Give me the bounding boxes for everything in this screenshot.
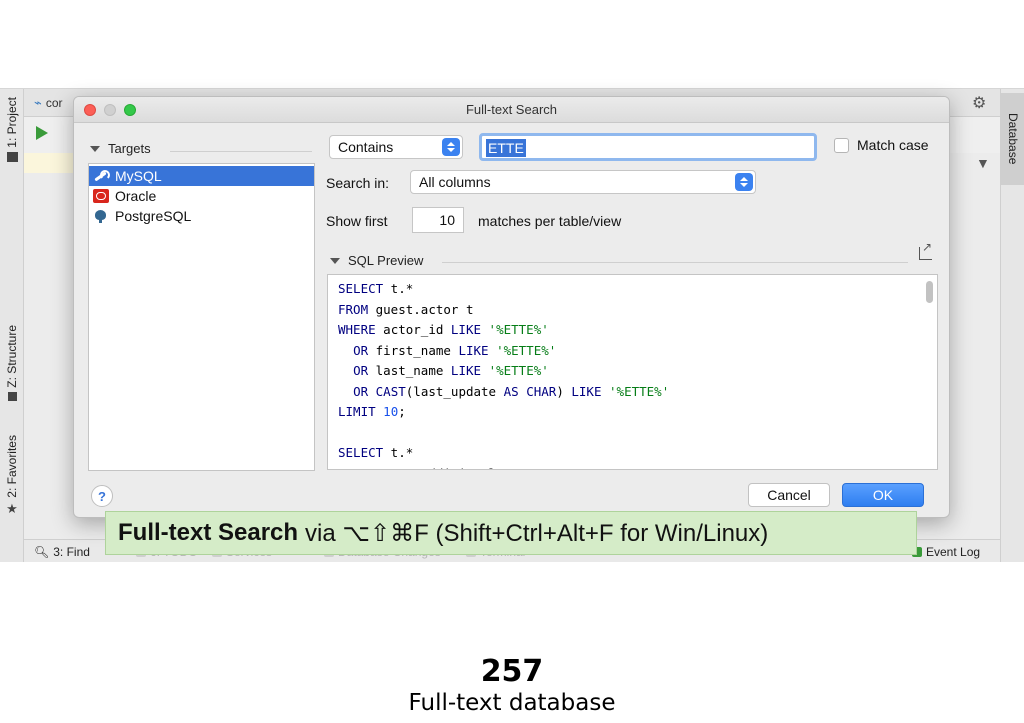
help-button[interactable]: ?: [91, 485, 113, 507]
mysql-console-icon: ⌁: [34, 95, 42, 110]
dialog-title: Full-text Search: [465, 102, 558, 117]
dialog-titlebar: Full-text Search: [74, 97, 949, 123]
event-log-label: Event Log: [926, 545, 981, 559]
match-mode-value: Contains: [338, 139, 394, 155]
sql-preview-scrollbar[interactable]: [926, 281, 933, 303]
favorites-tool-tab[interactable]: 2: Favorites ★: [2, 435, 22, 517]
search-in-select[interactable]: All columns: [410, 170, 756, 194]
result-limit-input[interactable]: [412, 207, 464, 233]
collapse-triangle-icon: [90, 145, 100, 152]
target-item-mysql[interactable]: MySQL: [89, 166, 314, 186]
targets-separator: [170, 151, 312, 152]
maximize-window-button[interactable]: [124, 104, 136, 116]
folder-icon: [6, 151, 18, 162]
project-tab-label: 1: Project: [5, 97, 19, 148]
shortcut-caption: Full-text Search via ⌥⇧⌘F (Shift+Ctrl+Al…: [105, 511, 917, 555]
editor-tab[interactable]: ⌁ cor: [34, 95, 63, 111]
search-in-value: All columns: [419, 174, 491, 190]
matches-per-table-label: matches per table/view: [478, 213, 622, 229]
ok-button[interactable]: OK: [842, 483, 924, 507]
oracle-icon: [93, 189, 109, 203]
cancel-button[interactable]: Cancel: [748, 483, 830, 507]
target-label: MySQL: [115, 168, 162, 184]
sql-preview-header-label: SQL Preview: [348, 253, 424, 268]
target-item-postgresql[interactable]: PostgreSQL: [89, 206, 314, 226]
right-tool-strip: Database: [1000, 89, 1024, 562]
slide-number: 257: [480, 654, 544, 689]
event-log-tool-button[interactable]: Event Log: [912, 545, 980, 559]
find-tool-button[interactable]: 🔍︎ 3: Find: [34, 545, 90, 559]
run-icon[interactable]: [36, 126, 48, 140]
targets-section-toggle[interactable]: Targets: [90, 141, 151, 156]
target-label: PostgreSQL: [115, 208, 192, 224]
search-text-selection: ETTE: [486, 139, 526, 157]
show-first-label: Show first: [326, 213, 388, 229]
match-case-option[interactable]: Match case: [834, 137, 929, 153]
structure-icon: [7, 391, 17, 401]
sql-line: [338, 423, 669, 444]
database-tab-label: Database: [1006, 113, 1020, 165]
favorites-tab-label: 2: Favorites: [5, 435, 19, 498]
match-case-checkbox[interactable]: [834, 137, 849, 153]
event-log-icon: [912, 547, 922, 557]
sql-line: OR first_name LIKE '%ETTE%': [353, 342, 557, 358]
filter-icon[interactable]: ▼: [976, 155, 990, 171]
sql-line: WHERE actor_id LIKE '%ETTE%': [338, 322, 549, 337]
sql-line: OR last_name LIKE '%ETTE%': [353, 363, 549, 378]
open-in-editor-icon[interactable]: [919, 240, 932, 260]
star-icon: ★: [6, 500, 18, 516]
sql-line: FROM guest.actor t: [338, 301, 474, 317]
close-window-button[interactable]: [84, 104, 96, 116]
gear-icon[interactable]: ⚙: [972, 95, 987, 112]
sql-line: OR CAST(last_update AS CHAR) LIKE '%ETTE…: [353, 383, 670, 399]
minimize-window-button[interactable]: [104, 104, 116, 116]
caption-shortcut-text: via ⌥⇧⌘F (Shift+Ctrl+Alt+F for Win/Linux…: [305, 519, 769, 547]
editor-tab-label: cor: [45, 96, 63, 110]
sql-line: SELECT t.*: [338, 281, 414, 296]
collapse-triangle-icon: [330, 257, 340, 264]
postgresql-icon: [93, 209, 109, 223]
sql-preview-toggle[interactable]: SQL Preview: [330, 253, 423, 268]
project-tool-tab[interactable]: 1: Project: [2, 97, 22, 162]
find-label: 3: Find: [53, 545, 90, 559]
select-stepper-icon: [735, 173, 753, 191]
left-tool-strip: 1: Project Z: Structure 2: Favorites ★: [0, 89, 24, 562]
match-case-label: Match case: [857, 137, 929, 153]
sql-line: SELECT t.*: [338, 445, 414, 460]
sql-line: FROM guest.additional_country t: [338, 464, 669, 470]
sql-preview-editor[interactable]: SELECT t.* FROM guest.actor t WHERE actor_…: [327, 274, 938, 470]
editor-current-line: [24, 153, 84, 173]
search-in-label: Search in:: [326, 175, 390, 191]
search-input[interactable]: [484, 138, 812, 158]
sql-line: LIMIT 10;: [338, 404, 406, 419]
sql-preview-code: SELECT t.* FROM guest.actor t WHERE actor_…: [338, 279, 670, 470]
target-item-oracle[interactable]: Oracle: [89, 186, 314, 206]
select-stepper-icon: [442, 138, 460, 156]
slide-subtitle: Full-text database: [408, 690, 616, 716]
target-label: Oracle: [115, 188, 157, 204]
database-tool-tab[interactable]: Database: [1001, 93, 1024, 185]
targets-header-label: Targets: [108, 141, 151, 156]
caption-feature-name: Full-text Search: [118, 519, 299, 546]
mysql-icon: [93, 169, 110, 183]
search-icon: 🔍︎: [34, 545, 50, 559]
structure-tool-tab[interactable]: Z: Structure: [2, 325, 22, 401]
targets-list: MySQL Oracle PostgreSQL: [88, 163, 315, 471]
match-mode-select[interactable]: Contains: [329, 135, 463, 159]
structure-tab-label: Z: Structure: [5, 325, 19, 388]
full-text-search-dialog: Full-text Search Targets MySQL Oracle Po…: [73, 96, 950, 518]
search-input-focus-ring: ETTE: [479, 133, 817, 161]
sql-preview-separator: [442, 262, 908, 263]
